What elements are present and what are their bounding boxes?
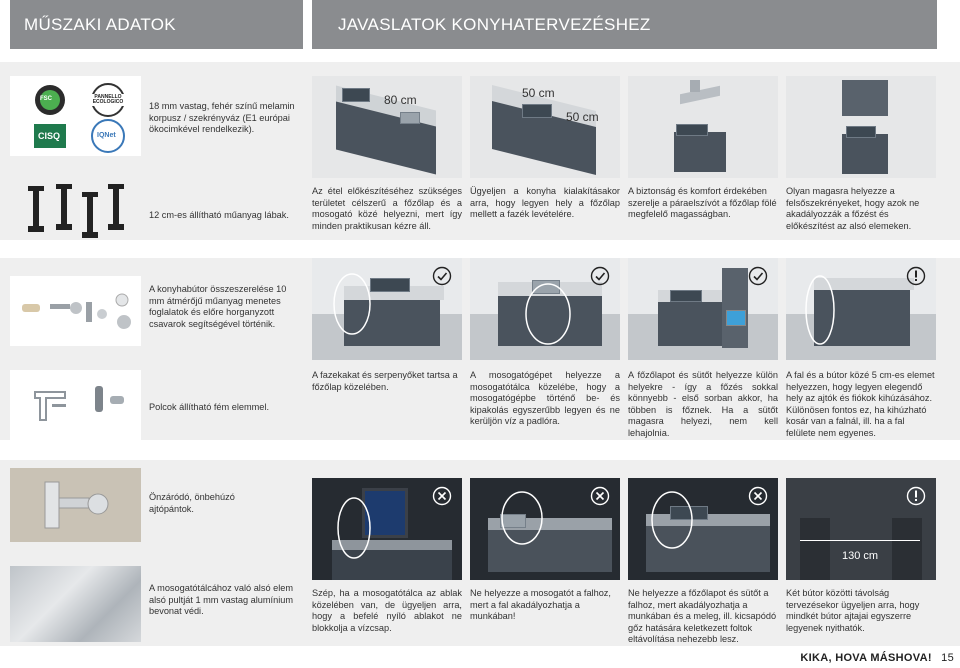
tip-image-filler-panel [786,258,936,360]
hinge-image [10,468,141,542]
tip-image-sink-wall [470,478,620,580]
cross-icon [590,486,610,506]
spec-text-aluminium: A mosogatótálcához való alsó elem alsó p… [149,583,294,617]
tip-text-filler-panel: A fal és a bútor közé 5 cm-es elemet hel… [786,370,935,438]
header-right: JAVASLATOK KONYHATERVEZÉSHEZ [312,0,937,49]
footer: KIKA, HOVA MÁSHOVA! 15 [800,652,954,664]
tip-image-pot-space: 50 cm 50 cm [470,76,620,178]
highlight-circle-icon [805,275,835,345]
tip-image-door-clearance: 130 cm [786,478,936,580]
cert2-label: PANNELLO ECOLOGICO [92,94,124,105]
shelf-support-image [10,370,141,440]
tip-text-pot-space: Ügyeljen a konyha kialakításakor arra, h… [470,186,620,220]
dim-80cm: 80 cm [384,93,417,107]
cross-icon [748,486,768,506]
screw-fittings-icon [22,293,131,329]
header-left: MŰSZAKI ADATOK [10,0,303,49]
check-icon [748,266,768,286]
tip-image-wall-units [786,76,936,178]
section-title-specs: MŰSZAKI ADATOK [24,14,176,34]
spec-text-hinges: Önzáródó, önbehúzó ajtópántok. [149,492,235,514]
cert-logos-svg [34,83,128,153]
spec-text-shelves: Polcok állítható fém elemmel. [149,402,269,412]
tip-image-prep-area: 80 cm [312,76,462,178]
tip-text-prep-area: Az étel előkészítéséhez szükséges terüle… [312,186,462,231]
spec-text-carcass: 18 mm vastag, fehér színű melamin korpus… [149,101,295,135]
warning-icon [906,266,926,286]
highlight-circle-icon [333,273,371,335]
legs-image [10,176,141,246]
iqnet-label: IQNet [97,132,116,139]
spec-text-legs: 12 cm-es állítható műanyag lábak. [149,210,289,220]
tip-text-pots-near-hob: A fazekakat és serpenyőket tartsa a főző… [312,370,458,392]
cisq-label: CISQ [38,131,61,141]
page-number: 15 [941,652,954,664]
highlight-circle-icon [525,283,571,345]
tip-text-door-clearance: Két bútor közötti távolság tervezésekor … [786,588,920,633]
dim-50cm-b: 50 cm [566,110,599,124]
spec-text-assembly: A konyhabútor összeszerelése 10 mm átmér… [149,284,287,329]
plastic-legs-icon [28,184,124,238]
tip-image-hood [628,76,778,178]
tip-text-wall-units: Olyan magasra helyezze a felsőszekrények… [786,186,920,231]
tip-image-separate-oven [628,258,778,360]
brand-slogan: KIKA, HOVA MÁSHOVA! [800,652,932,664]
highlight-circle-icon [651,491,693,549]
tip-text-separate-oven: A főzőlapot és sütőt helyezze külön hely… [628,370,778,438]
tip-text-sink-window: Szép, ha a mosogatótálca az ablak közelé… [312,588,462,633]
hardware-image [10,276,141,346]
highlight-circle-icon [501,491,543,545]
cert-logos: FSC PANNELLO ECOLOGICO CISQ IQNet [10,76,141,156]
tip-text-hob-wall: Ne helyezze a főzőlapot és sütőt a falho… [628,588,777,645]
highlight-circle-icon [337,497,371,559]
dim-50cm-a: 50 cm [522,86,555,100]
shelf-support-icon [34,386,124,421]
warning-icon [906,486,926,506]
dim-130cm: 130 cm [842,550,879,562]
tip-image-pots-near-hob [312,258,462,360]
check-icon [590,266,610,286]
tip-text-dishwasher: A mosogatógépet helyezze a mosogatótálca… [470,370,620,427]
tip-image-sink-window [312,478,462,580]
tip-text-sink-wall: Ne helyezze a mosogatót a falhoz, mert a… [470,588,611,622]
tip-image-dishwasher [470,258,620,360]
tip-text-hood: A biztonság és komfort érdekében szerelj… [628,186,777,220]
tip-image-hob-wall [628,478,778,580]
aluminium-image [10,566,141,642]
cross-icon [432,486,452,506]
hinge-icon [10,468,141,542]
check-icon [432,266,452,286]
cert1-label: FSC [40,96,52,102]
section-title-tips: JAVASLATOK KONYHATERVEZÉSHEZ [338,14,651,34]
